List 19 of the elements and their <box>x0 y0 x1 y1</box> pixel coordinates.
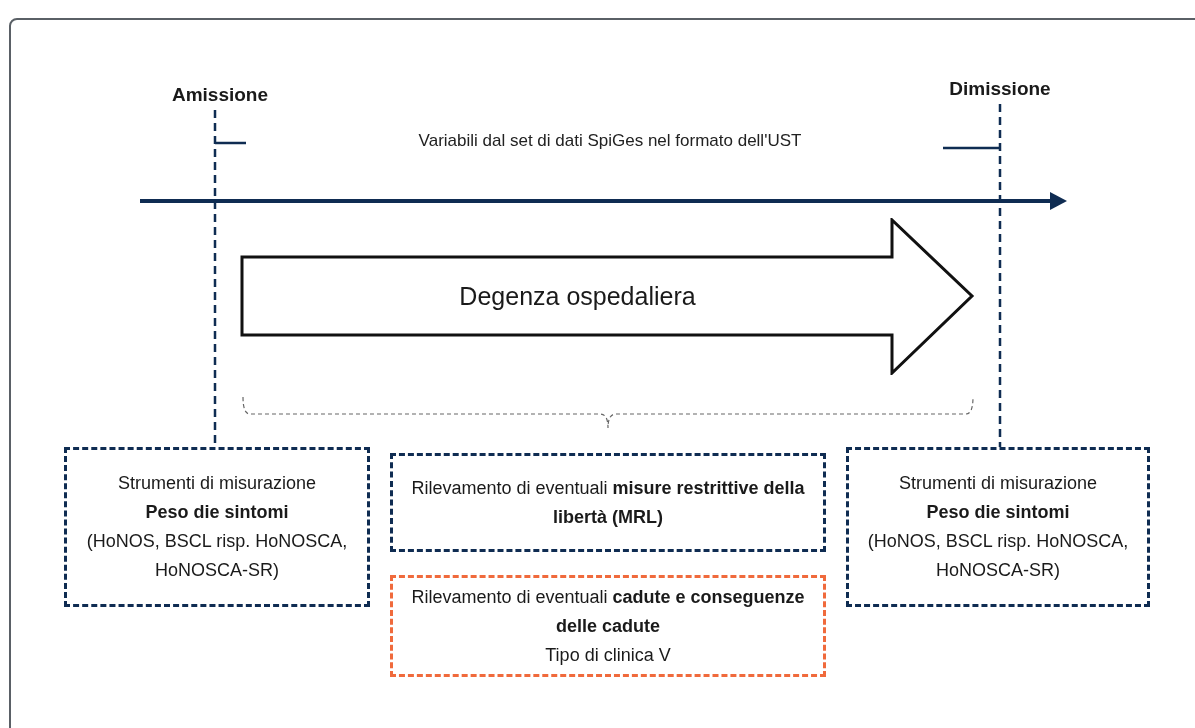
info-box <box>390 575 826 677</box>
box-text: (HoNOS, BSCL risp. HoNOSCA, HoNOSCA-SR) <box>866 530 1130 582</box>
box-text: Strumenti di misurazione <box>117 472 317 495</box>
box-text: Rilevamento di eventuali cadute e conseguenze delle cadute <box>410 585 806 638</box>
arrow-label: Degenza ospedaliera <box>459 282 696 311</box>
milestone-label: Amissione <box>150 80 290 110</box>
box-text: Rilevamento di eventuali misure restrittive della libertà (MRL) <box>410 476 806 529</box>
box-text: Peso die sintomi <box>926 501 1070 524</box>
block-arrow <box>240 218 975 375</box>
dashed-line <box>998 104 1002 447</box>
box-text: Peso die sintomi <box>145 501 289 524</box>
timeline-label: Variabili dal set di dati SpiGes nel formato dell'UST <box>417 131 803 151</box>
info-box <box>64 447 370 607</box>
box-text: Tipo di clinica V <box>545 643 671 667</box>
box-text: (HoNOS, BSCL risp. HoNOSCA, HoNOSCA-SR) <box>85 530 349 582</box>
info-box <box>846 447 1150 607</box>
milestone-label: Dimissione <box>930 74 1070 104</box>
info-box <box>390 453 826 552</box>
box-text: Strumenti di misurazione <box>898 472 1098 495</box>
